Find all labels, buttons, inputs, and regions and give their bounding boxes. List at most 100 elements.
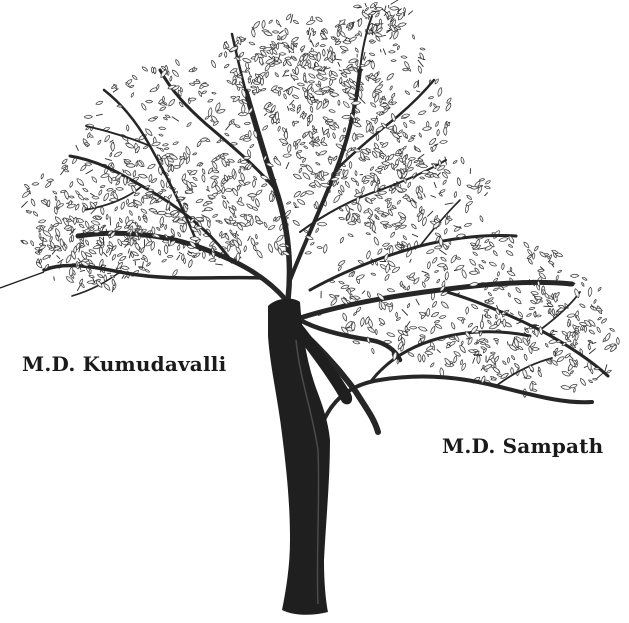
twig xyxy=(77,285,81,291)
leaf xyxy=(505,250,514,257)
leaf xyxy=(329,109,336,113)
leaf xyxy=(417,65,422,73)
leaf xyxy=(251,86,256,88)
leaf xyxy=(366,232,371,235)
leaf xyxy=(252,180,255,188)
leaf xyxy=(40,173,44,179)
leaf xyxy=(302,157,307,163)
leaf xyxy=(293,173,303,180)
leaf xyxy=(464,222,472,227)
leaf xyxy=(224,51,227,57)
leaf xyxy=(251,28,256,37)
leaf xyxy=(274,72,279,78)
twig xyxy=(431,195,436,197)
leaf xyxy=(292,219,300,226)
leaf xyxy=(202,168,206,174)
leaf xyxy=(420,47,425,50)
leaf xyxy=(98,189,103,195)
leaf xyxy=(339,237,344,244)
leaf xyxy=(330,280,335,282)
leaf xyxy=(138,173,148,179)
leaf xyxy=(353,311,357,316)
leaf xyxy=(407,285,410,290)
leaf xyxy=(556,275,559,281)
leaf xyxy=(465,307,468,315)
twig xyxy=(482,314,483,321)
leaf xyxy=(438,160,441,167)
leaf xyxy=(386,332,395,338)
leaf xyxy=(398,129,403,134)
leaf xyxy=(61,158,68,165)
leaf xyxy=(199,230,202,236)
twig xyxy=(76,145,79,151)
leaf xyxy=(526,313,532,317)
leaf xyxy=(164,224,167,229)
twig xyxy=(112,287,113,292)
leaf xyxy=(201,90,207,94)
leaf xyxy=(84,115,92,119)
twig xyxy=(58,259,64,263)
leaf xyxy=(485,344,491,349)
leaf xyxy=(579,378,586,387)
leaf xyxy=(434,323,442,329)
leaf xyxy=(89,275,95,278)
leaf xyxy=(432,257,438,264)
leaf xyxy=(377,248,383,255)
leaf xyxy=(407,352,414,358)
leaf xyxy=(159,127,166,130)
leaf xyxy=(226,80,232,84)
leaf xyxy=(262,125,269,131)
leaf xyxy=(115,180,121,186)
leaf xyxy=(329,92,338,97)
leaf xyxy=(418,197,423,200)
leaf xyxy=(450,322,455,330)
leaf xyxy=(342,313,348,322)
leaf xyxy=(373,236,380,245)
leaf xyxy=(82,205,86,213)
leaf xyxy=(284,70,289,73)
twig xyxy=(510,313,513,315)
leaf xyxy=(402,145,407,149)
leaf xyxy=(347,233,353,237)
leaf xyxy=(449,337,456,341)
leaf xyxy=(338,100,340,106)
leaf xyxy=(106,188,113,192)
twig xyxy=(418,154,424,158)
leaf xyxy=(192,152,197,155)
leaf xyxy=(339,208,344,212)
leaf xyxy=(32,182,39,185)
leaf xyxy=(202,251,205,259)
leaf xyxy=(403,7,406,12)
leaf xyxy=(310,87,314,92)
twig xyxy=(445,203,454,205)
leaf xyxy=(401,113,410,118)
twig xyxy=(284,75,289,76)
leaf xyxy=(164,244,168,254)
leaf xyxy=(104,134,111,142)
leaf xyxy=(39,259,41,264)
leaf xyxy=(372,224,376,232)
leaf xyxy=(338,266,343,272)
leaf xyxy=(418,326,428,332)
leaf xyxy=(484,239,490,244)
leaf xyxy=(236,252,240,262)
tree-trunk xyxy=(268,299,352,615)
leaf xyxy=(64,190,70,199)
twig xyxy=(362,291,365,294)
leaf xyxy=(375,168,383,172)
leaf xyxy=(103,192,110,201)
leaf xyxy=(426,249,435,255)
leaf xyxy=(517,311,523,318)
leaf xyxy=(557,270,562,274)
leaf xyxy=(85,239,90,246)
leaf xyxy=(109,152,112,157)
leaf xyxy=(493,338,499,341)
leaf xyxy=(146,100,153,103)
leaf xyxy=(265,109,271,114)
leaf xyxy=(389,51,396,54)
twig xyxy=(410,259,412,263)
twig xyxy=(339,70,343,71)
leaf xyxy=(285,57,292,60)
leaf xyxy=(312,137,314,142)
leaf xyxy=(429,102,432,107)
